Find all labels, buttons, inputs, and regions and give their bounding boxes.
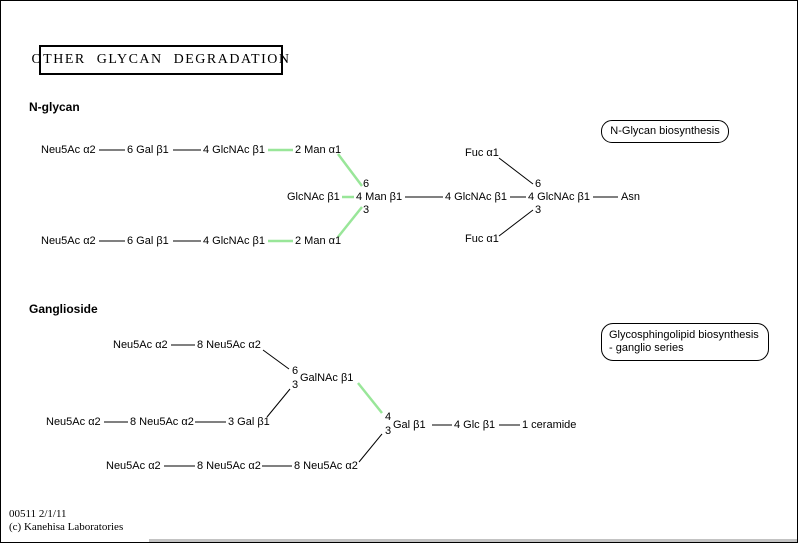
linkage-position-3: 3 xyxy=(385,425,392,437)
glycan-node-neu5ac: Neu5Ac α2 xyxy=(41,235,96,247)
glycan-node-neu5ac: 8 Neu5Ac α2 xyxy=(197,339,261,351)
glycan-node-reducing-glcnac: 4 GlcNAc β1 xyxy=(528,191,590,203)
pathway-link-label: N-Glycan biosynthesis xyxy=(610,125,720,137)
glycan-node-man: 2 Man α1 xyxy=(295,235,342,247)
glycan-node-neu5ac: Neu5Ac α2 xyxy=(46,416,101,428)
bond-fuc-lower xyxy=(498,209,534,237)
glycan-node-ceramide: 1 ceramide xyxy=(522,419,577,431)
section-heading-nglycan: N-glycan xyxy=(29,100,80,114)
glycan-node-fuc-upper: Fuc α1 xyxy=(465,147,499,159)
glycan-node-core-man: 4 Man β1 xyxy=(356,191,403,203)
glycan-node-neu5ac: Neu5Ac α2 xyxy=(113,339,168,351)
bond-fuc-upper xyxy=(498,157,534,185)
linkage-position-3: 3 xyxy=(292,379,299,391)
glycan-node-glcnac: 4 GlcNAc β1 xyxy=(203,235,265,247)
pathway-title-box: OTHER GLYCAN DEGRADATION xyxy=(32,45,289,75)
pathway-title: OTHER GLYCAN DEGRADATION xyxy=(31,52,291,67)
copyright: (c) Kanehisa Laboratories xyxy=(9,521,124,533)
bond-man-core3-highlight[interactable] xyxy=(337,206,363,238)
glycan-node-bisecting-glcnac: GlcNAc β1 xyxy=(287,191,340,203)
glycan-node-fuc-lower: Fuc α1 xyxy=(465,233,499,245)
bond-branchc-gal3 xyxy=(358,433,383,463)
linkage-position-4: 4 xyxy=(385,411,392,423)
map-id: 00511 2/1/11 xyxy=(9,508,67,520)
linkage-position-6: 6 xyxy=(292,365,299,377)
glycan-node-glcnac: 4 GlcNAc β1 xyxy=(203,144,265,156)
glycan-node-gal: 3 Gal β1 xyxy=(228,416,270,428)
horizontal-scrollbar[interactable] xyxy=(149,539,797,542)
linkage-position-3: 3 xyxy=(363,204,370,216)
pathway-link-label-line2: - ganglio series xyxy=(609,342,684,354)
glycan-node-man: 2 Man α1 xyxy=(295,144,342,156)
section-heading-ganglioside: Ganglioside xyxy=(29,302,98,316)
pathway-link-label-line1: Glycosphingolipid biosynthesis xyxy=(609,329,759,341)
glycan-node-neu5ac: 8 Neu5Ac α2 xyxy=(130,416,194,428)
glycan-node-gal: 6 Gal β1 xyxy=(127,235,169,247)
glycan-node-gal: 6 Gal β1 xyxy=(127,144,169,156)
pathway-link-glycosphingolipid-biosynthesis[interactable]: Glycosphingolipid biosynthesis - ganglio… xyxy=(601,323,769,361)
glycan-node-glc: 4 Glc β1 xyxy=(454,419,496,431)
glycan-node-core-gal: Gal β1 xyxy=(393,419,426,431)
bond-gal-galnac3 xyxy=(266,388,291,418)
linkage-position-3: 3 xyxy=(535,204,542,216)
linkage-position-6: 6 xyxy=(363,178,370,190)
glycan-node-neu5ac: Neu5Ac α2 xyxy=(106,460,161,472)
bond-galnac-gal-highlight[interactable] xyxy=(357,382,383,414)
glycan-node-neu5ac: 8 Neu5Ac α2 xyxy=(294,460,358,472)
glycan-node-neu5ac: 8 Neu5Ac α2 xyxy=(197,460,261,472)
glycan-node-asn: Asn xyxy=(621,191,640,203)
glycan-node-galnac: GalNAc β1 xyxy=(300,372,354,384)
map-footer: 00511 2/1/11 (c) Kanehisa Laboratories xyxy=(9,508,123,534)
bond-man-core6-highlight[interactable] xyxy=(337,153,363,187)
pathway-link-nglycan-biosynthesis[interactable]: N-Glycan biosynthesis xyxy=(601,120,729,143)
glycan-node-neu5ac: Neu5Ac α2 xyxy=(41,144,96,156)
linkage-position-6: 6 xyxy=(535,178,542,190)
bond-brancha-galnac6 xyxy=(262,349,290,370)
glycan-node-inner-glcnac: 4 GlcNAc β1 xyxy=(445,191,507,203)
